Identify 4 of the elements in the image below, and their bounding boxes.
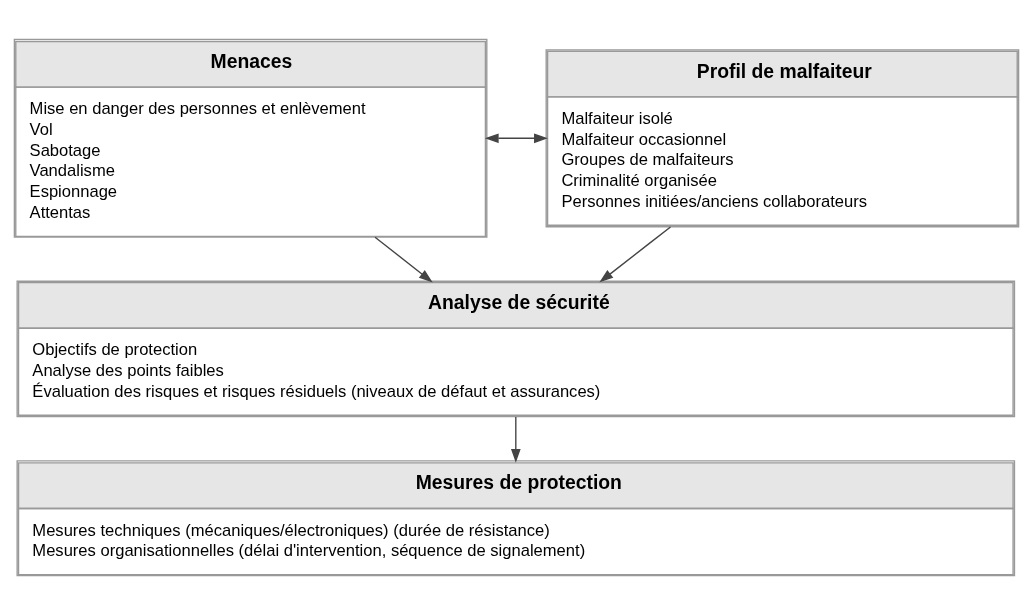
arrow — [374, 236, 433, 283]
arrow — [484, 133, 548, 144]
arrow — [599, 226, 672, 283]
arrow — [510, 416, 521, 463]
